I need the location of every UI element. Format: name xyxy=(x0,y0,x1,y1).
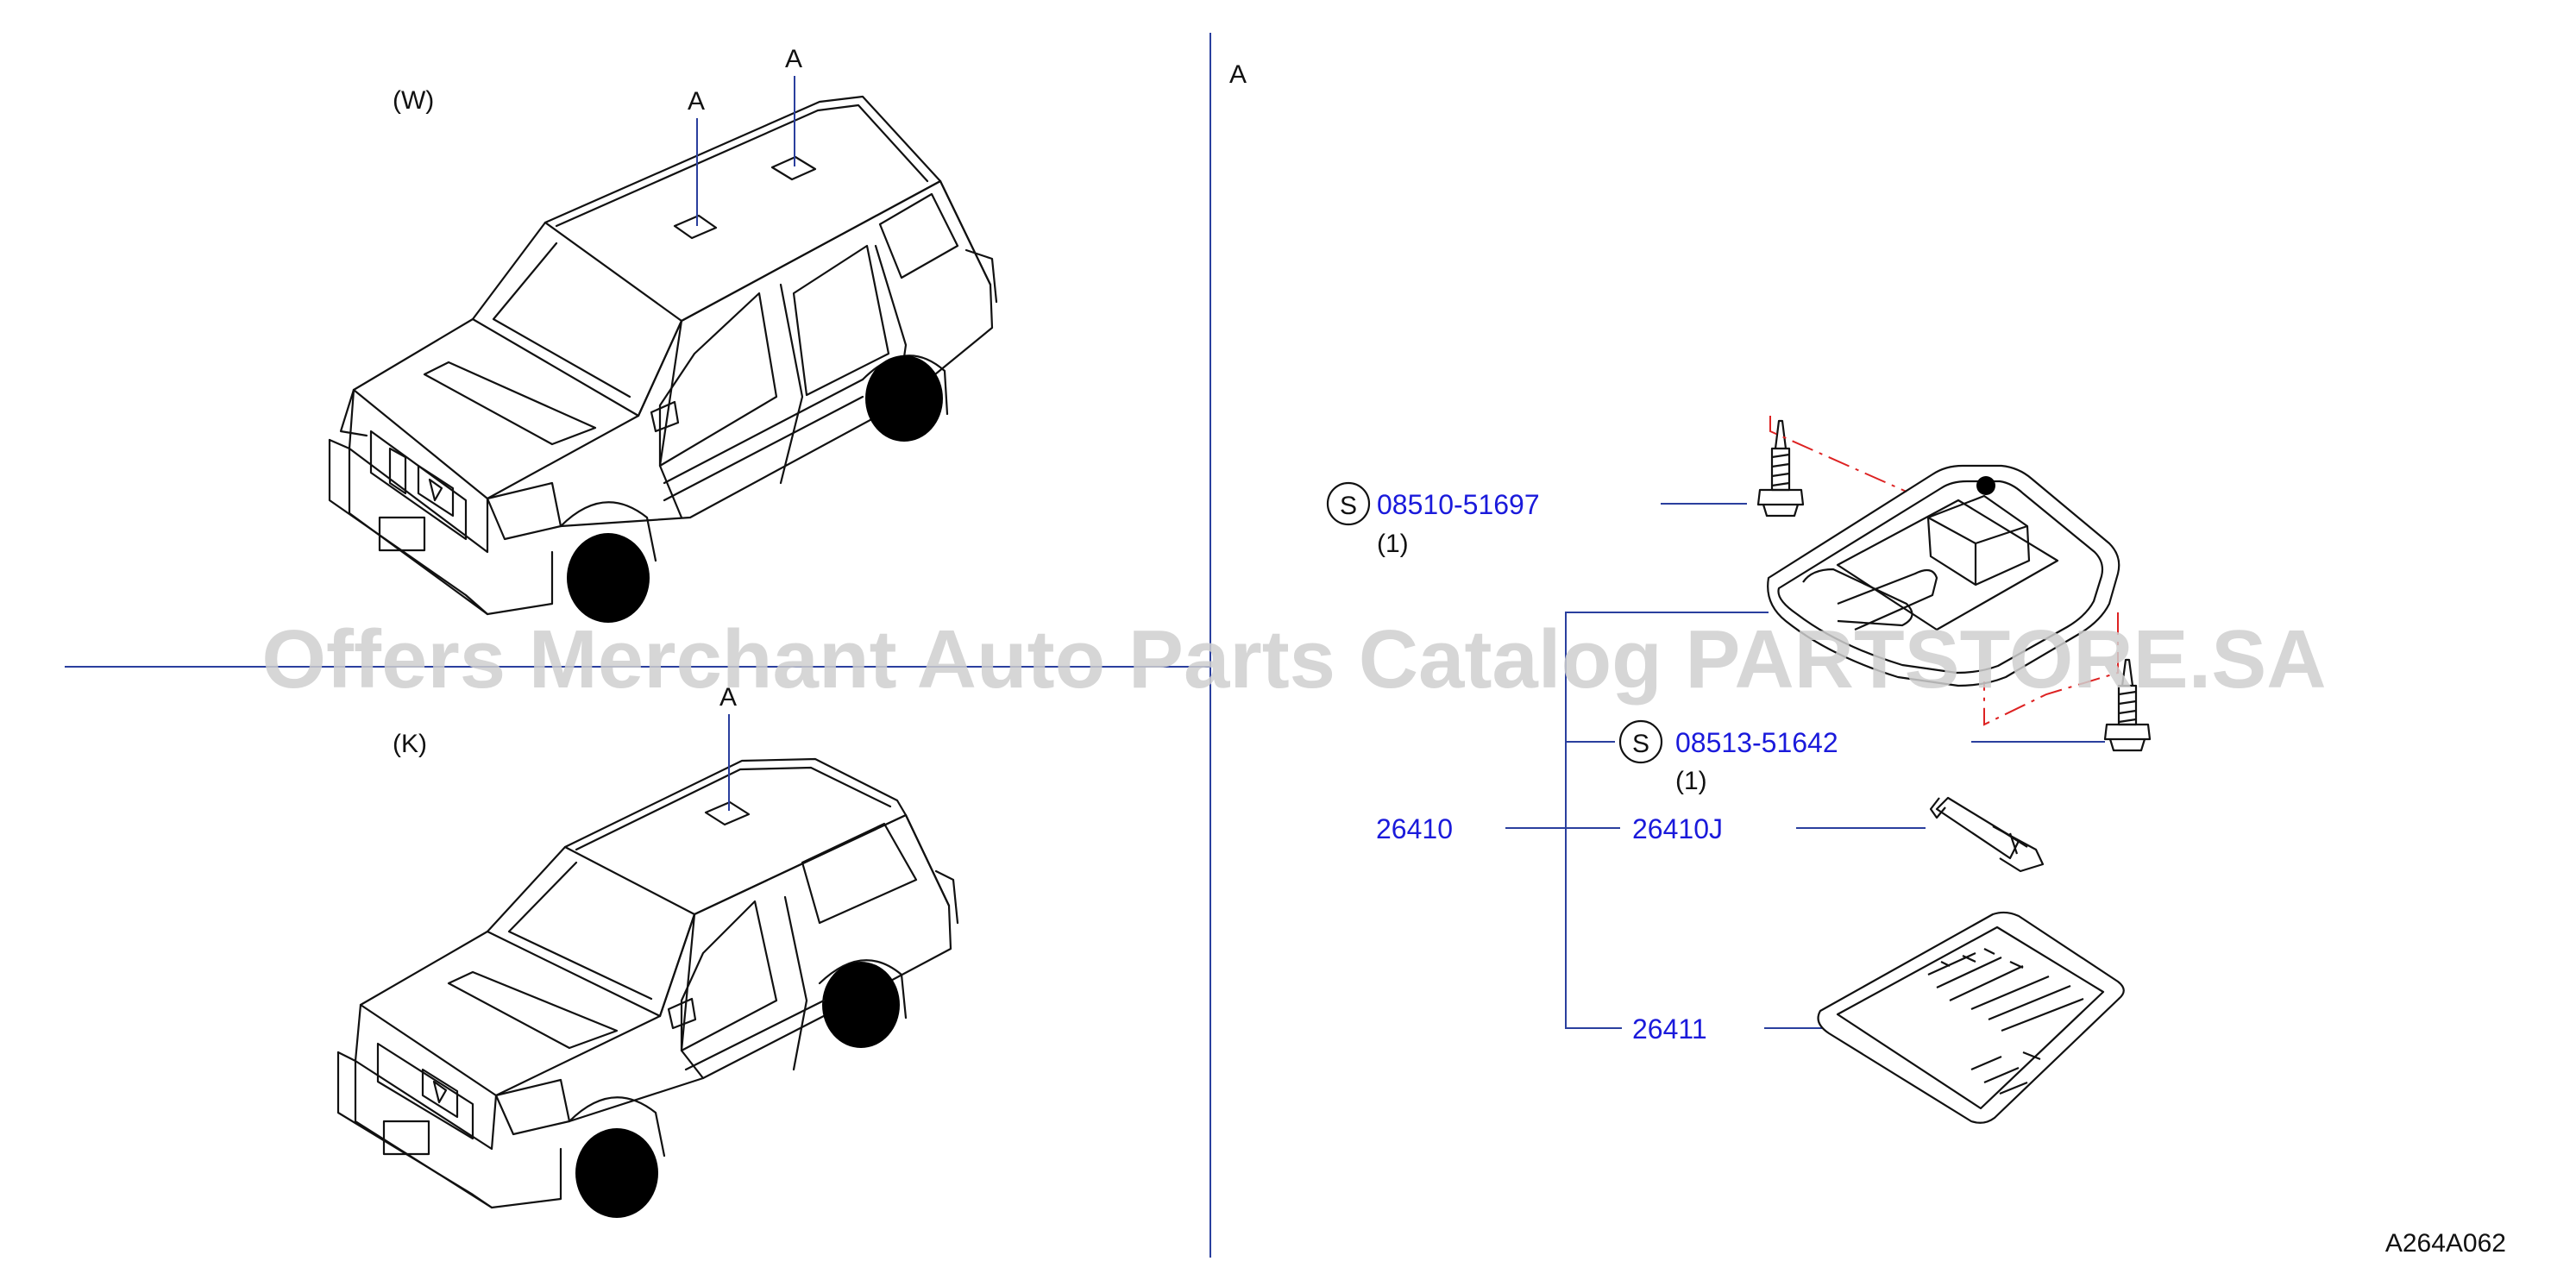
screw2-symbol: S xyxy=(1632,730,1649,758)
label-w: (W) xyxy=(393,86,434,115)
screw2-drawing xyxy=(2103,658,2152,752)
bulb-part-number[interactable]: 26410J xyxy=(1632,813,1723,844)
screw1-symbol: S xyxy=(1340,492,1357,520)
marker-w-a2: A xyxy=(785,45,802,73)
vehicle-w-drawing xyxy=(328,95,998,623)
watermark: Offers Merchant Auto Parts Catalog PARTS… xyxy=(261,613,2326,706)
bulb-drawing xyxy=(1929,796,2045,873)
diagram-code: A264A062 xyxy=(2385,1229,2506,1258)
lens-part-number[interactable]: 26411 xyxy=(1632,1013,1707,1045)
screw1-drawing xyxy=(1756,419,1805,518)
lamp-assembly-part-number[interactable]: 26410 xyxy=(1376,813,1453,844)
lens-drawing xyxy=(1817,911,2125,1124)
screw2-part-number[interactable]: 08513-51642 xyxy=(1675,727,1838,758)
marker-w-a1: A xyxy=(688,87,705,116)
room-lamp-housing-drawing xyxy=(1767,464,2120,687)
marker-k-a: A xyxy=(719,683,737,712)
screw2-symbol-circle xyxy=(1618,719,1663,764)
alignment-line-top xyxy=(1769,416,1907,493)
vehicle-k-drawing xyxy=(336,757,959,1218)
screw2-quantity: (1) xyxy=(1675,767,1707,795)
screw1-quantity: (1) xyxy=(1377,530,1409,558)
detail-a-label: A xyxy=(1229,60,1247,89)
screw1-symbol-circle xyxy=(1326,481,1371,526)
screw1-part-number[interactable]: 08510-51697 xyxy=(1377,489,1540,520)
bracket-line xyxy=(1565,612,1769,1029)
alignment-line-right xyxy=(1983,612,2119,726)
label-k: (K) xyxy=(393,730,427,758)
